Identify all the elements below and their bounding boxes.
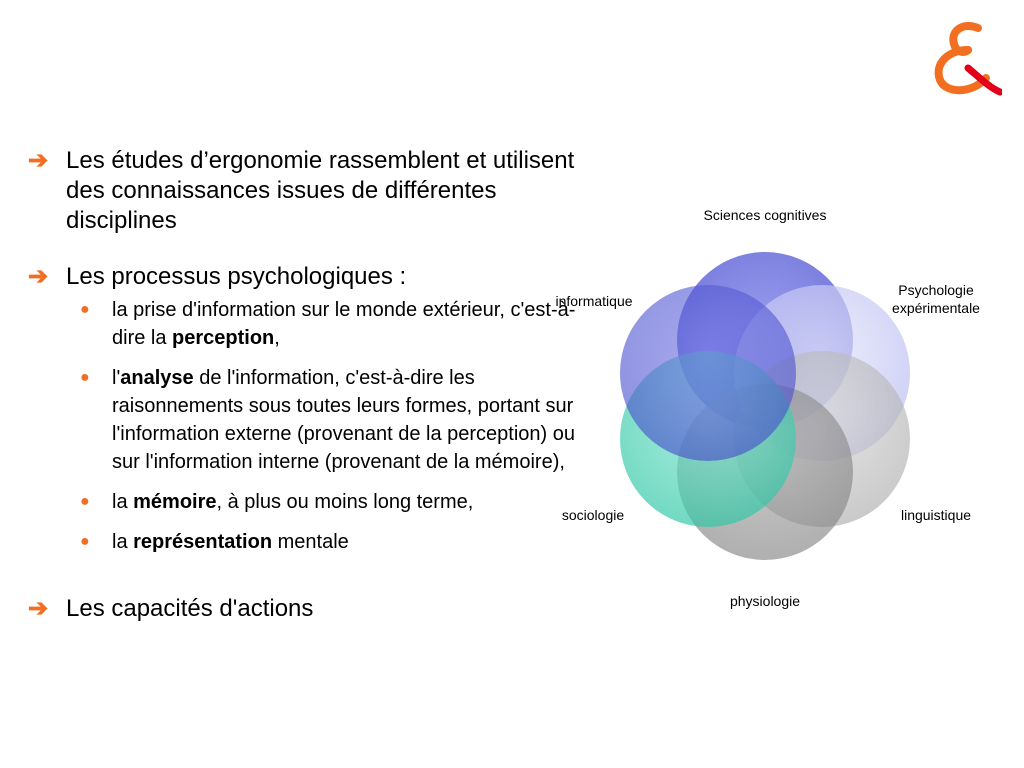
sub-bullet-text: la prise d'information sur le monde exté… [112,299,576,349]
arrow-right-icon: ➔ [28,595,49,622]
bullet-item: ➔ Les capacités d'actions [28,594,608,624]
arrow-right-icon: ➔ [28,263,49,290]
arrow-right-icon: ➔ [28,147,49,174]
sub-bullet-item: ● la prise d'information sur le monde ex… [80,296,600,352]
label-sociologie: sociologie [561,507,625,523]
bullet-item: ➔ Les études d’ergonomie rassemblent et … [28,146,608,236]
sub-bullet-item: ● la mémoire, à plus ou moins long terme… [80,488,600,516]
diagram-circles [620,252,910,560]
disciplines-diagram: Sciences cognitives Psychologie expérime… [540,200,1010,620]
bullet-text: Les capacités d'actions [66,595,314,622]
sub-bullet-list: ● la prise d'information sur le monde ex… [80,296,600,556]
label-psychologie-experimentale: Psychologie expérimentale [892,282,980,316]
bullet-text: Les études d’ergonomie rassemblent et ut… [66,147,575,234]
bullet-dot-icon: ● [80,369,90,386]
label-linguistique: linguistique [900,507,972,523]
sub-bullet-text: la mémoire, à plus ou moins long terme, [112,491,474,513]
logo-icon [934,22,1002,96]
bullet-item: ➔ Les processus psychologiques : [28,262,608,292]
sub-bullet-text: la représentation mentale [112,531,349,553]
circle-informatique [620,285,796,461]
bullet-list: ➔ Les études d’ergonomie rassemblent et … [28,146,608,624]
sub-bullet-text: l'analyse de l'information, c'est-à-dire… [112,367,575,473]
sub-bullet-item: ● la représentation mentale [80,528,600,556]
label-informatique: informatique [555,293,633,309]
bullet-dot-icon: ● [80,533,90,550]
label-physiologie: physiologie [729,593,801,609]
bullet-dot-icon: ● [80,301,90,318]
bullet-dot-icon: ● [80,493,90,510]
label-sciences-cognitives: Sciences cognitives [703,207,827,223]
bullet-text: Les processus psychologiques : [66,263,407,290]
sub-bullet-item: ● l'analyse de l'information, c'est-à-di… [80,364,600,476]
